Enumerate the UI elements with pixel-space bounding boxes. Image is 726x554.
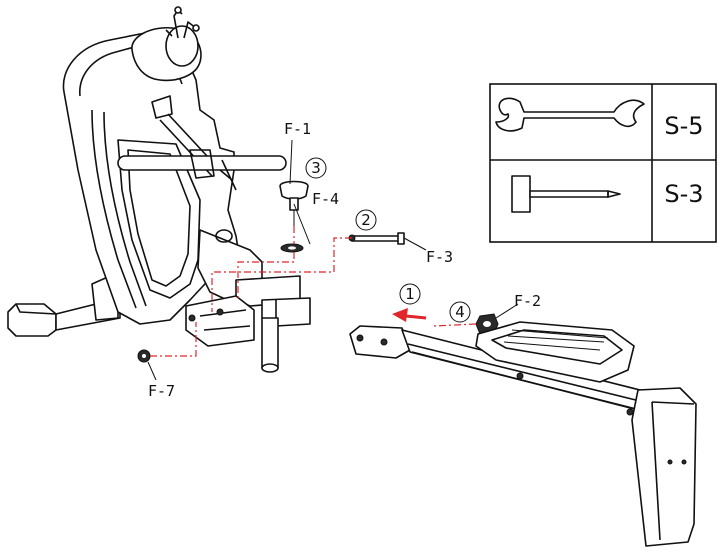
label-f1: F-1 <box>284 120 311 138</box>
bolt-f3 <box>348 232 405 245</box>
step-marker-1: 1 <box>399 283 421 305</box>
tool-code-allen-key: S-3 <box>664 180 703 208</box>
label-f3: F-3 <box>426 248 453 266</box>
label-f2: F-2 <box>514 292 541 310</box>
svg-text:4: 4 <box>455 303 465 321</box>
label-f4: F-4 <box>312 190 339 208</box>
nut-f7 <box>137 349 151 363</box>
allen-key-icon <box>511 175 621 213</box>
knob-f1 <box>279 180 309 226</box>
tool-box: S-5 S-3 <box>489 83 717 243</box>
assembly-guides <box>150 226 477 357</box>
leader-lines <box>147 139 519 381</box>
svg-text:3: 3 <box>311 159 321 177</box>
tool-code-wrench: S-5 <box>664 112 703 140</box>
label-f7: F-7 <box>148 382 175 400</box>
step-marker-2: 2 <box>355 209 377 231</box>
step-marker-3: 3 <box>305 157 327 179</box>
svg-text:1: 1 <box>405 285 415 303</box>
direction-arrow-icon <box>392 308 427 322</box>
step-marker-4: 4 <box>449 301 471 323</box>
main-frame <box>7 6 311 373</box>
svg-text:2: 2 <box>361 211 371 229</box>
slide-rail <box>349 321 697 547</box>
open-wrench-icon <box>495 97 645 132</box>
washer-f4 <box>280 243 304 253</box>
